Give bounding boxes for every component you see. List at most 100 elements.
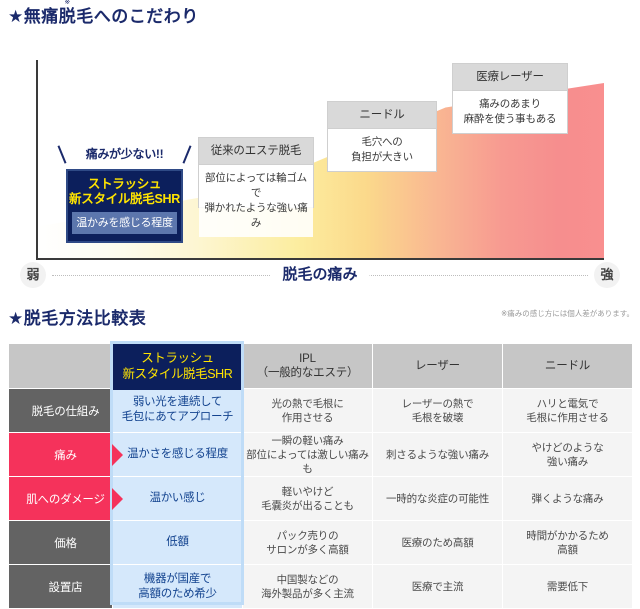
cell-ipl: 光の熱で毛根に 作用させる <box>242 388 373 433</box>
table-row: 脱毛の仕組み 弱い光を連続して 毛包にあてアプローチ 光の熱で毛根に 作用させる… <box>8 388 633 433</box>
cell-ipl: パック売りの サロンが多く高額 <box>242 520 373 565</box>
chart-footnote: ※痛みの感じ方には個人差があります。 <box>500 309 634 318</box>
banner-slash-left-icon <box>57 145 67 164</box>
row-label: 脱毛の仕組み <box>8 388 113 433</box>
cell-laser: 刺さるような強い痛み <box>372 432 503 477</box>
strash-chart-subtext: 温かみを感じる程度 <box>72 212 177 234</box>
cell-laser: 医療のため高額 <box>372 520 503 565</box>
cell-ipl-line2: サロンが多く高額 <box>266 543 349 556</box>
cell-needle-line2: 強い痛み <box>546 455 589 468</box>
cell-strash: 低額 <box>112 520 243 565</box>
cell-strash-line1: 低額 <box>166 536 189 548</box>
table-header-row: ストラッシュ 新スタイル脱毛SHR IPL （一般的なエステ） レーザー ニード… <box>8 343 633 389</box>
callout-salon-body: 部位によっては輪ゴムで 弾かれたような強い痛み <box>199 165 313 237</box>
pain-less-banner-label: 痛みが少ない!! <box>85 147 164 161</box>
chart-y-axis <box>36 60 38 260</box>
row-label: 肌へのダメージ <box>8 476 113 521</box>
pain-title-ruby-wrap: ※脱 <box>58 0 77 26</box>
callout-medical-laser-line1: 痛みのあまり <box>479 98 541 110</box>
banner-slash-right-icon <box>182 145 192 164</box>
row-label: 設置店 <box>8 564 113 609</box>
row-label: 価格 <box>8 520 113 565</box>
cell-strash-line1: 弱い光を連続して <box>132 396 223 409</box>
cell-strash-line2: 毛包にあてアプローチ <box>121 411 234 424</box>
cell-strash-line1: 機器が国産で <box>143 572 212 585</box>
callout-salon: 従来のエステ脱毛 部位によっては輪ゴムで 弾かれたような強い痛み <box>198 137 314 237</box>
chart-x-axis <box>36 258 604 260</box>
cell-needle-line1: 時間がかかるため <box>526 529 609 542</box>
callout-needle-body: 毛穴への 負担が大きい <box>328 129 436 171</box>
header-ipl: IPL （一般的なエステ） <box>242 343 373 389</box>
page-title-pain: ★無痛※脱毛へのこだわり <box>8 0 199 26</box>
cell-needle-line1: ハリと電気で <box>536 397 599 410</box>
header-strash-line2: 新スタイル脱毛SHR <box>122 367 233 381</box>
callout-medical-laser-body: 痛みのあまり 麻酔を使う事もある <box>453 91 567 133</box>
cell-needle: 需要低下 <box>502 564 633 609</box>
cell-ipl-line2: 海外製品が多く主流 <box>261 587 354 600</box>
table-row: 痛み 温かさを感じる程度 一瞬の軽い痛み 部位によっては激しい痛みも 刺さるよう… <box>8 432 633 477</box>
header-needle: ニードル <box>502 343 633 389</box>
table-row: 価格 低額 パック売りの サロンが多く高額 医療のため高額 時間がかかるため 高… <box>8 520 633 565</box>
cell-needle: ハリと電気で 毛根に作用させる <box>502 388 633 433</box>
callout-needle-line2: 負担が大きい <box>351 151 413 163</box>
cell-laser-line1: 刺さるような強い痛み <box>386 448 489 461</box>
callout-needle: ニードル 毛穴への 負担が大きい <box>327 101 437 172</box>
pain-title-text-b: 毛へのこだわり <box>76 7 199 26</box>
pain-title-star: ★ <box>8 7 24 26</box>
header-strash-line1: ストラッシュ <box>141 351 214 365</box>
cell-needle-line2: 毛根に作用させる <box>526 411 609 424</box>
cell-ipl: 一瞬の軽い痛み 部位によっては激しい痛みも <box>242 432 373 477</box>
cell-laser-line1: 医療のため高額 <box>401 536 474 549</box>
cell-strash: 温かさを感じる程度 <box>112 432 243 477</box>
table-row: 肌へのダメージ 温かい感じ 軽いやけど 毛嚢炎が出ることも 一時的な炎症の可能性… <box>8 476 633 521</box>
cell-ipl-line1: 軽いやけど <box>281 485 334 498</box>
cell-laser: 一時的な炎症の可能性 <box>372 476 503 521</box>
cell-strash-line1: 温かさを感じる程度 <box>127 448 228 460</box>
cell-ipl: 中国製などの 海外製品が多く主流 <box>242 564 373 609</box>
cell-laser: レーザーの熱で 毛根を破壊 <box>372 388 503 433</box>
pain-title-text-a: 無痛 <box>23 7 59 26</box>
callout-needle-title: ニードル <box>328 102 436 129</box>
callout-needle-line1: 毛穴への <box>361 136 403 148</box>
axis-center-label: 脱毛の痛み <box>270 262 370 288</box>
cell-ipl-line1: 一瞬の軽い痛み <box>271 434 344 447</box>
cell-ipl-line2: 毛嚢炎が出ることも <box>261 499 354 512</box>
callout-salon-line2: 弾かれたような強い痛み <box>204 202 308 229</box>
header-ipl-line1: IPL <box>299 353 316 365</box>
cell-laser-line1: レーザーの熱で <box>401 397 474 410</box>
cell-ipl: 軽いやけど 毛嚢炎が出ることも <box>242 476 373 521</box>
axis-label-weak: 弱 <box>20 262 46 288</box>
cell-needle: やけどのような 強い痛み <box>502 432 633 477</box>
cell-ipl-line1: 中国製などの <box>276 573 339 586</box>
header-ipl-line2: （一般的なエステ） <box>256 367 359 379</box>
chart-axis-legend: 弱 強 脱毛の痛み <box>20 262 620 288</box>
cell-needle-line1: やけどのような <box>531 441 604 454</box>
header-blank <box>8 343 113 389</box>
cell-strash: 機器が国産で 高額のため希少 <box>112 564 243 609</box>
cell-strash: 弱い光を連続して 毛包にあてアプローチ <box>112 388 243 433</box>
callout-medical-laser-line2: 麻酔を使う事もある <box>463 113 557 125</box>
callout-medical-laser: 医療レーザー 痛みのあまり 麻酔を使う事もある <box>452 63 568 134</box>
strash-chart-name-line1: ストラッシュ <box>87 177 162 191</box>
cell-ipl-line2: 部位によっては激しい痛みも <box>246 448 369 475</box>
cell-laser: 医療で主流 <box>372 564 503 609</box>
pain-less-banner: 痛みが少ない!! <box>57 142 192 166</box>
row-label: 痛み <box>8 432 113 477</box>
table-row: 設置店 機器が国産で 高額のため希少 中国製などの 海外製品が多く主流 医療で主… <box>8 564 633 609</box>
cell-strash-line1: 温かい感じ <box>149 492 206 504</box>
header-laser: レーザー <box>372 343 503 389</box>
cell-ipl-line1: 光の熱で毛根に <box>271 397 344 410</box>
callout-medical-laser-title: 医療レーザー <box>453 64 567 91</box>
pain-level-chart: 痛みが少ない!! ストラッシュ 新スタイル脱毛SHR 温かみを感じる程度 従来の… <box>0 30 640 318</box>
cell-ipl-line2: 作用させる <box>281 411 334 424</box>
cell-laser-line2: 毛根を破壊 <box>411 411 464 424</box>
cell-needle: 弾くような痛み <box>502 476 633 521</box>
header-strash: ストラッシュ 新スタイル脱毛SHR <box>112 343 243 389</box>
strash-chart-name-line2: 新スタイル脱毛SHR <box>69 192 180 206</box>
cell-needle: 時間がかかるため 高額 <box>502 520 633 565</box>
ruby-mark: ※ <box>64 0 71 6</box>
axis-label-strong: 強 <box>594 262 620 288</box>
strash-chart-name: ストラッシュ 新スタイル脱毛SHR <box>68 171 181 207</box>
cell-laser-line1: 一時的な炎症の可能性 <box>386 492 489 505</box>
callout-salon-title: 従来のエステ脱毛 <box>199 138 313 165</box>
